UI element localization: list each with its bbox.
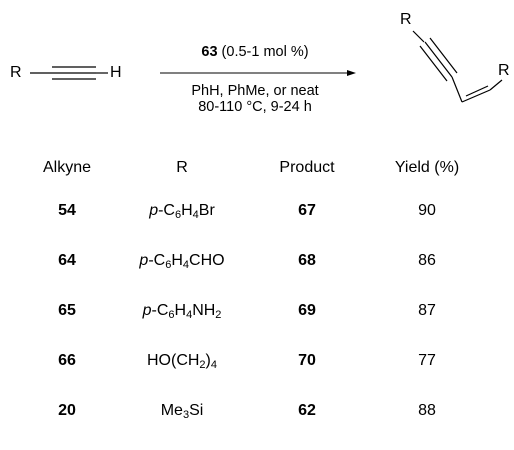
product-bond-r-alkyne	[412, 30, 425, 43]
product-cell: 68	[298, 252, 316, 269]
r-cell: p-C6H4Br	[112, 186, 252, 236]
r-formula-part: 6	[168, 309, 175, 321]
table-row: 66 HO(CH2)4 70 77	[22, 336, 492, 386]
product-triple-bond-2	[424, 41, 453, 78]
results-table: Alkyne R Product Yield (%) 54 p-C6H4Br 6…	[22, 150, 492, 436]
r-formula-part: 4	[210, 359, 217, 371]
product-cell: 62	[298, 402, 316, 419]
alkyne-cell: 20	[58, 402, 76, 419]
product-cell: 70	[298, 352, 316, 369]
r-cell: HO(CH2)4	[112, 336, 252, 386]
yield-cell: 90	[418, 202, 436, 219]
scheme-drawing	[30, 30, 503, 103]
reactant-h-label: H	[110, 64, 122, 81]
r-formula-part: -C	[148, 252, 166, 269]
r-formula-part: p	[142, 302, 152, 319]
product-r-right-label: R	[498, 62, 510, 79]
solvents-line: PhH, PhMe, or neat	[191, 83, 319, 99]
r-formula-part: -C	[151, 302, 169, 319]
r-formula-part: H	[171, 252, 183, 269]
header-yield: Yield (%)	[394, 159, 460, 176]
yield-cell: 77	[418, 352, 436, 369]
table-header-row: Alkyne R Product Yield (%)	[22, 150, 492, 186]
table-row: 20 Me3Si 62 88	[22, 386, 492, 436]
reactant-r-label: R	[10, 64, 22, 81]
alkyne-cell: 66	[58, 352, 76, 369]
alkyne-cell: 64	[58, 252, 76, 269]
r-formula-part: 2	[199, 359, 206, 371]
r-formula-part: )	[205, 352, 211, 369]
r-formula-part: -C	[158, 202, 175, 219]
reaction-arrow-head	[347, 70, 356, 76]
header-product: Product	[279, 159, 335, 176]
alkyne-cell: 65	[58, 302, 76, 319]
r-cell: Me3Si	[112, 386, 252, 436]
r-formula-part: p	[149, 202, 159, 219]
r-formula-part: Si	[189, 402, 204, 419]
r-formula-part: 4	[182, 259, 190, 271]
r-formula-part: Me	[160, 402, 183, 419]
r-formula-part: 4	[192, 209, 199, 221]
r-formula-part: H	[181, 202, 193, 219]
catalyst-compound: 63	[201, 44, 218, 60]
header-r: R	[176, 159, 188, 176]
yield-cell: 87	[418, 302, 436, 319]
r-formula-part: 6	[165, 259, 172, 271]
product-cell: 69	[298, 302, 316, 319]
product-triple-bond-1	[419, 45, 448, 82]
r-formula-part: 2	[215, 309, 222, 321]
product-triple-bond-3	[429, 37, 458, 74]
table-row: 54 p-C6H4Br 67 90	[22, 186, 492, 236]
conditions-line: 80-110 °C, 9-24 h	[198, 99, 312, 115]
product-r-top-label: R	[400, 11, 412, 28]
reaction-scheme: R H 63 (0.5-1 mol %) PhH, PhMe, or neat …	[0, 0, 514, 150]
product-bond-alkene-r	[489, 79, 503, 91]
product-alkene-bond-1	[461, 89, 491, 103]
r-formula-part: NH	[192, 302, 216, 319]
r-formula-part: 4	[186, 309, 193, 321]
r-formula-part: p	[139, 252, 149, 269]
yield-cell: 86	[418, 252, 436, 269]
r-cell: p-C6H4NH2	[112, 286, 252, 336]
table-row: 64 p-C6H4CHO 68 86	[22, 236, 492, 286]
product-cell: 67	[298, 202, 316, 219]
r-formula-part: H	[174, 302, 187, 319]
r-formula-part: CHO	[189, 252, 225, 269]
r-formula-part: 3	[182, 409, 190, 421]
r-cell: p-C6H4CHO	[112, 236, 252, 286]
product-bond-alkyne-alkene	[451, 76, 463, 103]
r-formula-part: 6	[174, 209, 182, 221]
alkyne-cell: 54	[58, 202, 76, 219]
r-formula-part: Br	[198, 202, 215, 219]
product-alkene-bond-2	[465, 85, 489, 97]
catalyst-loading: (0.5-1 mol %)	[217, 44, 309, 60]
table-row: 65 p-C6H4NH2 69 87	[22, 286, 492, 336]
yield-cell: 88	[418, 402, 436, 419]
r-formula-part: HO(CH	[146, 352, 200, 369]
catalyst-line: 63 (0.5-1 mol %)	[160, 44, 350, 61]
header-alkyne: Alkyne	[42, 159, 92, 176]
